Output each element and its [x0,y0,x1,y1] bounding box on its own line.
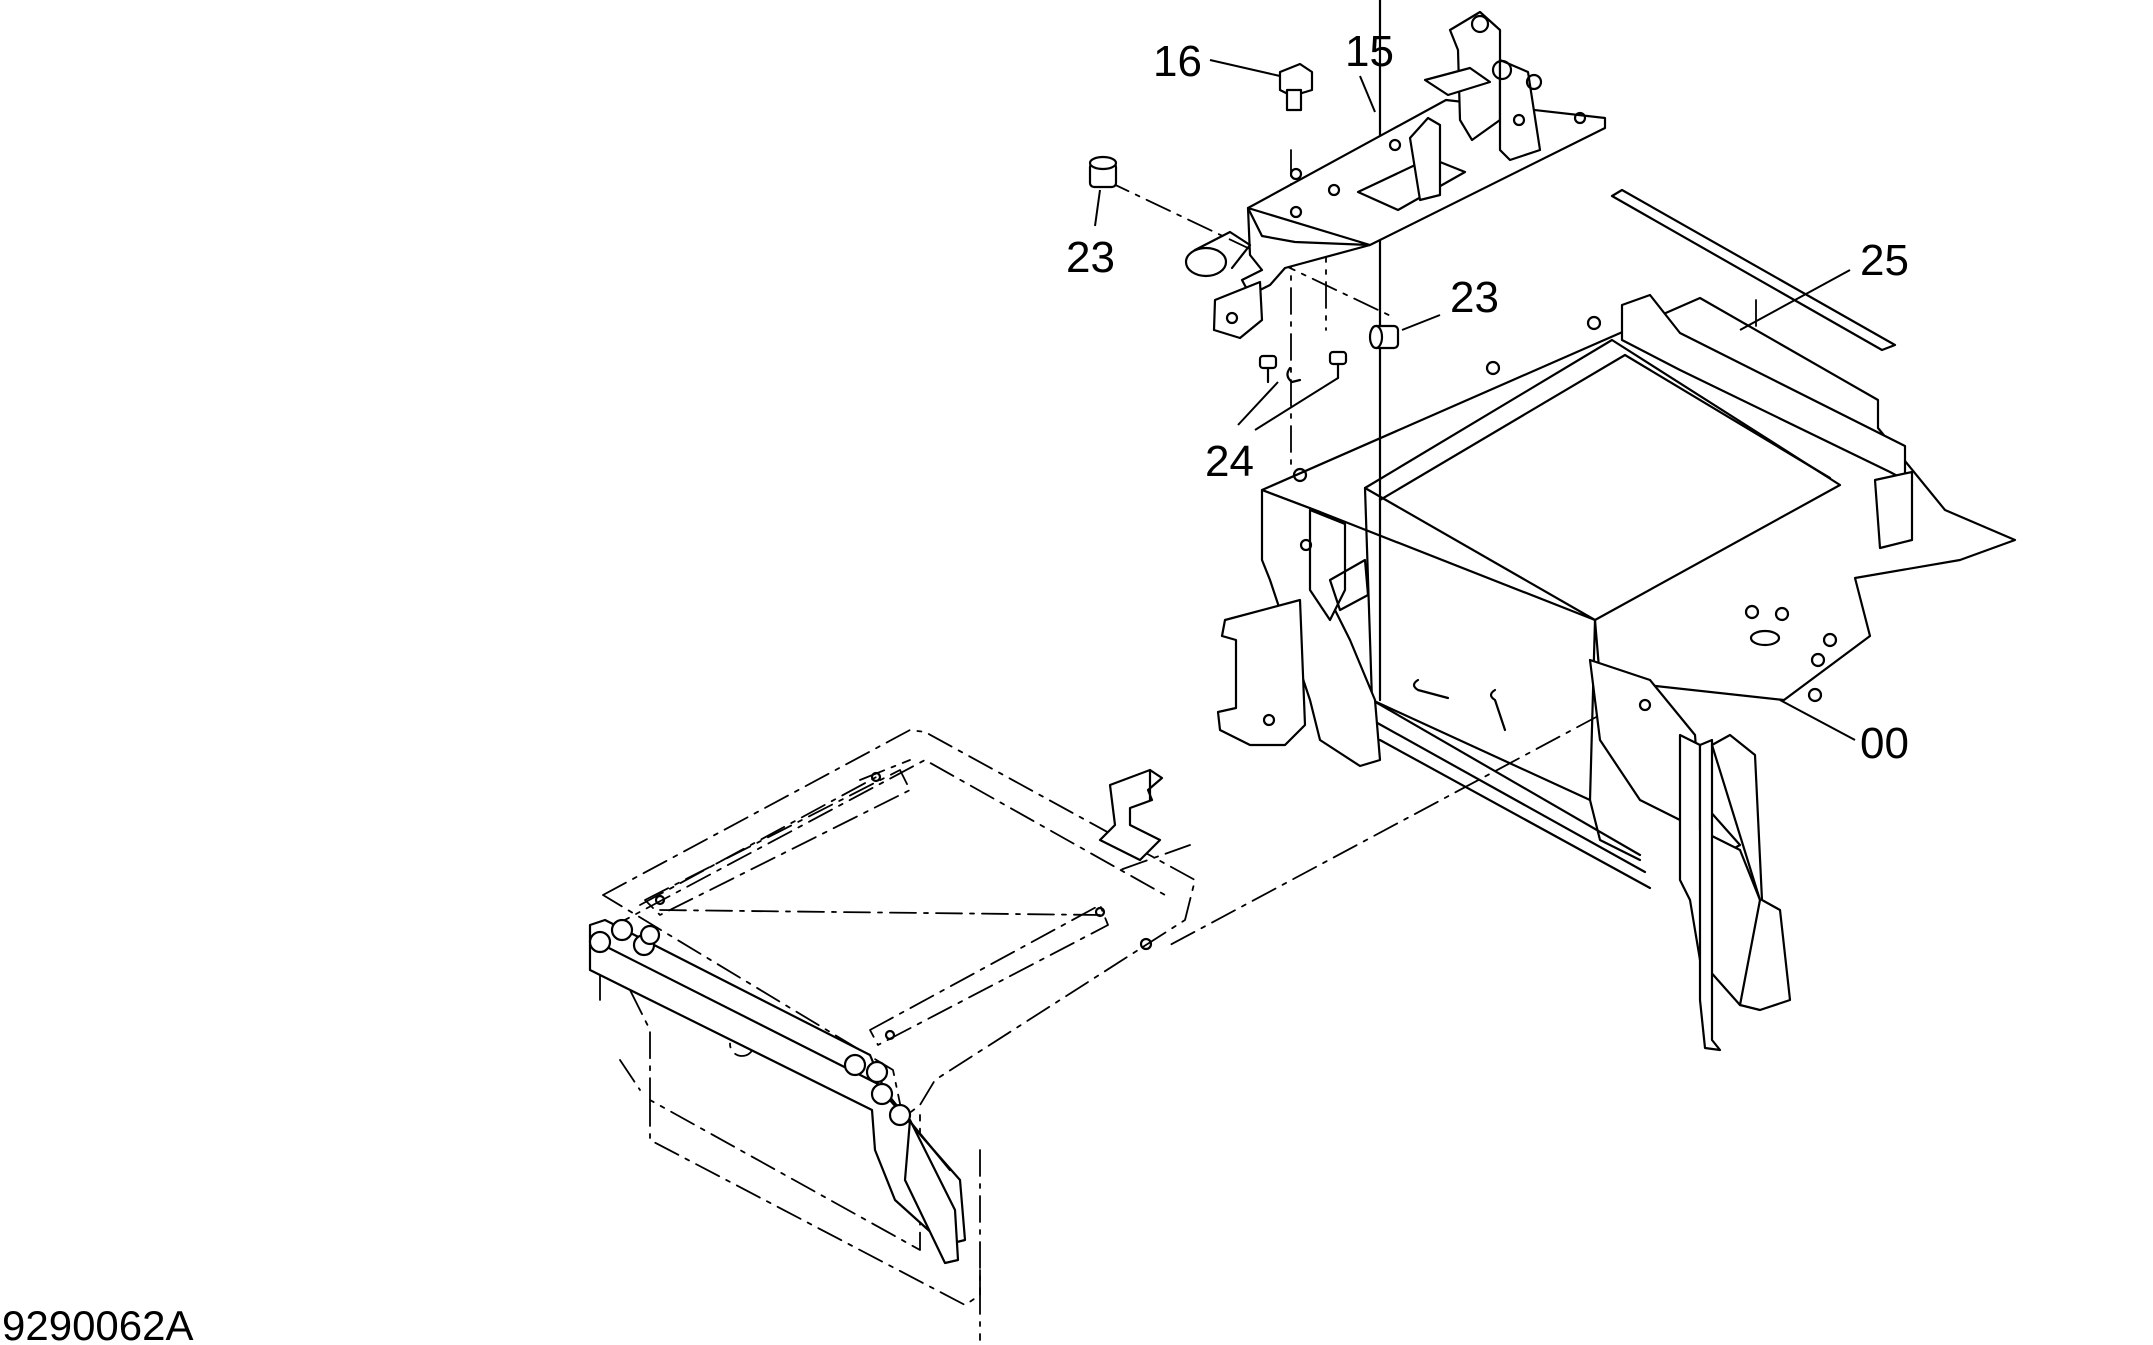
part-23-spacer-left [1088,155,1118,189]
callout-23-left: 23 [1066,233,1115,282]
callout-15: 15 [1345,27,1394,76]
part-16-bolt [1278,62,1314,112]
part-00-main-frame [1216,0,2017,1052]
lower-assembly-solid [588,768,1164,1265]
drawing-number: 9290062A [2,1302,194,1345]
callout-labels: 16 15 23 23 25 24 00 [1066,27,1909,768]
part-15-upper-bracket [1184,10,1607,340]
part-23-spacer-right [1368,324,1400,350]
part-24-screws [1258,350,1348,384]
callout-16: 16 [1153,37,1202,86]
callout-23-right: 23 [1450,273,1499,322]
callout-00: 00 [1860,719,1909,768]
callout-25: 25 [1860,236,1909,285]
callout-leaders [1094,59,1856,741]
callout-24: 24 [1205,437,1254,486]
part-25-strip [1610,188,1897,352]
